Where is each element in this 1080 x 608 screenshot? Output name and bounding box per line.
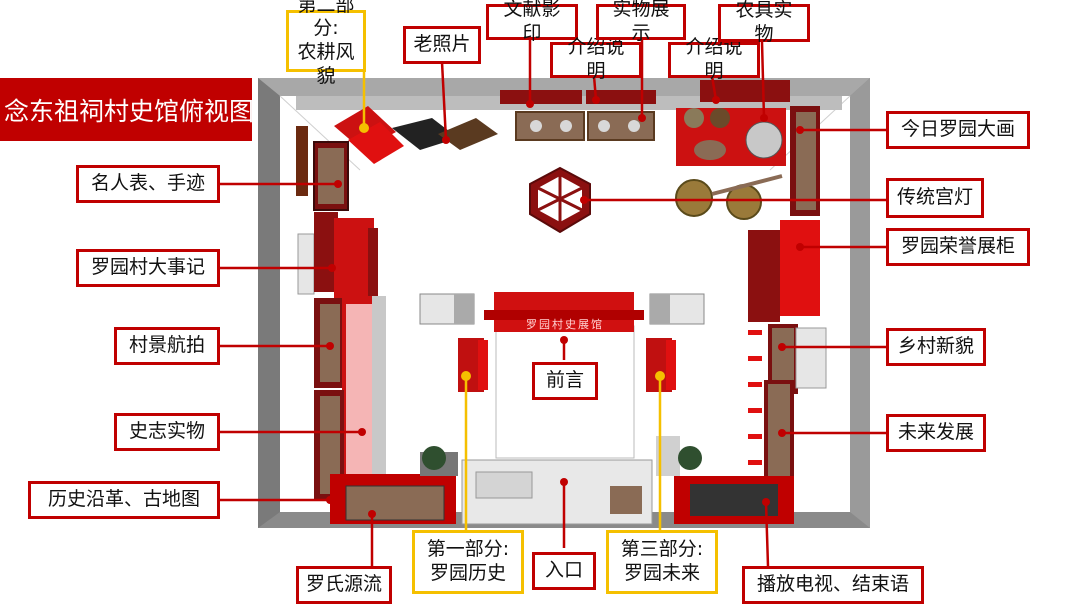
label-intro-1: 介绍说明 bbox=[550, 36, 642, 82]
doc-shelf bbox=[500, 90, 582, 104]
panel-celebrities bbox=[296, 126, 308, 196]
label-part1: 第一部分: 罗园历史 bbox=[412, 530, 524, 594]
label-future: 未来发展 bbox=[886, 414, 986, 452]
page-title: 念东祖祠村史馆俯视图 bbox=[0, 78, 254, 141]
label-chronicle: 史志实物 bbox=[114, 413, 220, 451]
glass-case bbox=[346, 304, 372, 488]
label-events: 罗园村大事记 bbox=[76, 249, 220, 287]
label-tv: 播放电视、结束语 bbox=[742, 566, 924, 604]
wall-right bbox=[850, 78, 870, 528]
label-part3: 第三部分: 罗园未来 bbox=[606, 530, 718, 594]
honor-cabinet bbox=[748, 230, 780, 322]
label-honor: 罗园荣誉展柜 bbox=[886, 228, 1030, 266]
wall-left bbox=[258, 78, 280, 528]
panel-events bbox=[297, 233, 315, 295]
entrance-sign: 罗园村史展馆 bbox=[526, 318, 604, 331]
label-new-look: 乡村新貌 bbox=[886, 328, 986, 366]
label-entrance: 入口 bbox=[532, 552, 596, 590]
label-part2: 第二部分: 农耕风貌 bbox=[286, 0, 366, 87]
label-farm-tools: 农具实物 bbox=[718, 0, 810, 45]
label-aerial: 村景航拍 bbox=[114, 327, 220, 365]
label-painting: 今日罗园大画 bbox=[886, 111, 1030, 149]
label-history: 历史沿革、古地图 bbox=[28, 481, 220, 519]
label-exhibit: 实物展示 bbox=[596, 0, 686, 44]
label-lantern: 传统宫灯 bbox=[886, 178, 984, 218]
label-celebrities: 名人表、手迹 bbox=[76, 165, 220, 203]
label-doc-copy: 文献影印 bbox=[486, 0, 578, 44]
label-preface: 前言 bbox=[532, 362, 598, 400]
label-intro-2: 介绍说明 bbox=[668, 36, 760, 82]
label-old-photos: 老照片 bbox=[403, 26, 481, 64]
label-origin: 罗氏源流 bbox=[296, 566, 392, 604]
old-photo-frame bbox=[392, 118, 458, 150]
